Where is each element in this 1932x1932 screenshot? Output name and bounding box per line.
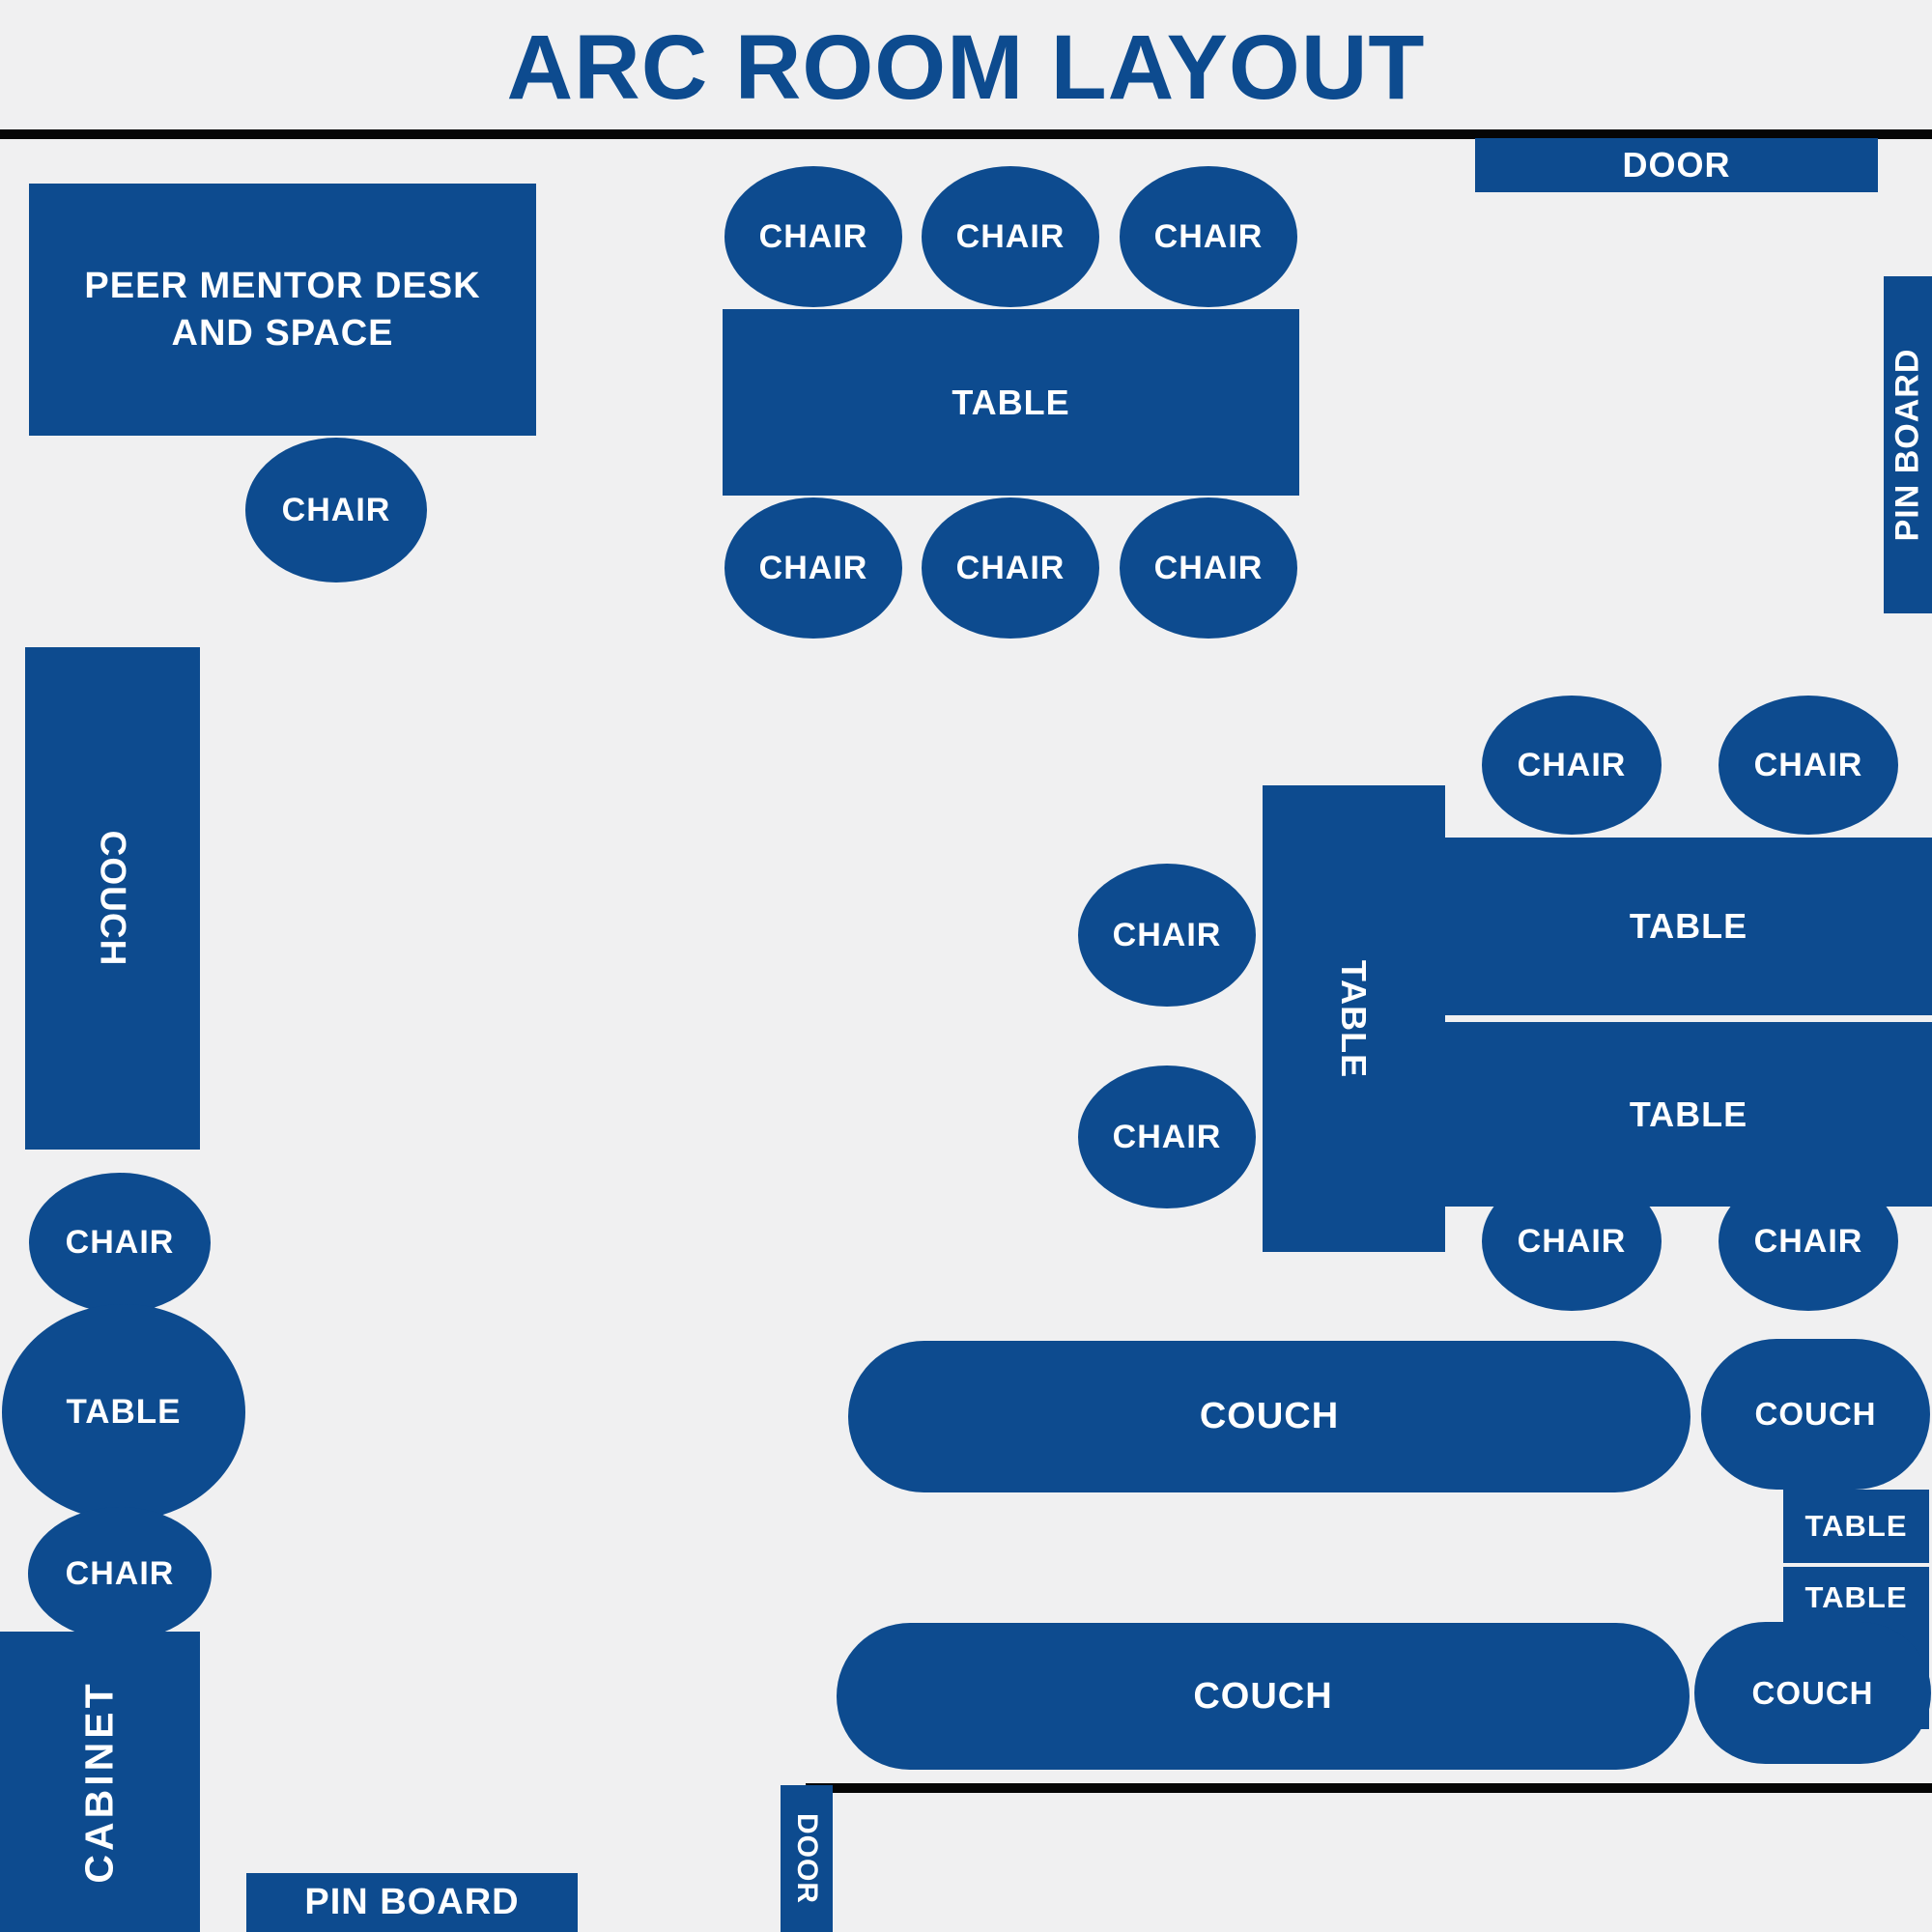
chair-label: CHAIR xyxy=(1112,1118,1222,1155)
chair-label: CHAIR xyxy=(1517,1222,1627,1260)
door-bottom: DOOR xyxy=(781,1785,833,1932)
couch-label: COUCH xyxy=(1751,1674,1874,1711)
chair-top-row2-2: CHAIR xyxy=(922,497,1099,639)
couch-lounge-bottom: COUCH xyxy=(837,1623,1690,1770)
chair-label: CHAIR xyxy=(955,549,1065,586)
chair-top-row1-2: CHAIR xyxy=(922,166,1099,307)
cabinet-label: CABINET xyxy=(77,1680,122,1884)
chair-label: CHAIR xyxy=(955,217,1065,255)
table-top-centre: TABLE xyxy=(723,309,1299,496)
table-left-round: TABLE xyxy=(2,1304,245,1520)
chair-top-row1-3: CHAIR xyxy=(1120,166,1297,307)
couch-lounge-top: COUCH xyxy=(848,1341,1690,1492)
chair-label: CHAIR xyxy=(1753,1222,1863,1260)
chair-label: CHAIR xyxy=(281,491,391,528)
table-label: TABLE xyxy=(1629,906,1748,946)
pin-board-right: PIN BOARD xyxy=(1884,276,1932,613)
chair-cluster-top-1: CHAIR xyxy=(1482,696,1662,835)
chair-label: CHAIR xyxy=(758,217,868,255)
door-bottom-label: DOOR xyxy=(791,1813,823,1904)
chair-cluster-left-1: CHAIR xyxy=(1078,864,1256,1007)
table-right-lower: TABLE xyxy=(1445,1022,1932,1207)
couch-lounge-bottom-right: COUCH xyxy=(1694,1622,1931,1764)
couch-label: COUCH xyxy=(1199,1396,1340,1436)
chair-top-row2-1: CHAIR xyxy=(724,497,902,639)
cabinet: CABINET xyxy=(0,1632,200,1932)
couch-lounge-top-right: COUCH xyxy=(1701,1339,1930,1490)
chair-label: CHAIR xyxy=(1753,746,1863,783)
table-label: TABLE xyxy=(66,1393,182,1431)
table-label: TABLE xyxy=(1804,1509,1908,1543)
door-top-label: DOOR xyxy=(1622,145,1731,185)
chair-cluster-top-2: CHAIR xyxy=(1719,696,1898,835)
chair-left-stack-2: CHAIR xyxy=(28,1507,212,1640)
chair-top-row1-1: CHAIR xyxy=(724,166,902,307)
chair-desk: CHAIR xyxy=(245,438,427,582)
couch-label: COUCH xyxy=(1754,1396,1877,1432)
chair-label: CHAIR xyxy=(1153,549,1264,586)
pin-board-right-label: PIN BOARD xyxy=(1889,348,1926,542)
chair-top-row2-3: CHAIR xyxy=(1120,497,1297,639)
chair-left-stack-1: CHAIR xyxy=(29,1173,211,1313)
table-lounge-1: TABLE xyxy=(1783,1490,1929,1563)
chair-label: CHAIR xyxy=(758,549,868,586)
top-wall-line xyxy=(0,129,1932,139)
chair-label: CHAIR xyxy=(65,1224,175,1261)
chair-cluster-left-2: CHAIR xyxy=(1078,1065,1256,1208)
chair-label: CHAIR xyxy=(65,1554,175,1592)
chair-label: CHAIR xyxy=(1153,217,1264,255)
bottom-wall-line xyxy=(806,1783,1932,1793)
couch-left-label: COUCH xyxy=(93,830,133,967)
couch-label: COUCH xyxy=(1193,1675,1333,1717)
door-top: DOOR xyxy=(1475,138,1878,192)
couch-left: COUCH xyxy=(25,647,200,1150)
page-title: ARC ROOM LAYOUT xyxy=(506,16,1426,119)
pin-board-bottom-label: PIN BOARD xyxy=(304,1882,520,1922)
peer-mentor-desk: PEER MENTOR DESK AND SPACE xyxy=(29,184,536,436)
table-right-upper: TABLE xyxy=(1445,838,1932,1015)
table-vertical: TABLE xyxy=(1263,785,1445,1252)
table-label: TABLE xyxy=(1804,1580,1908,1614)
chair-label: CHAIR xyxy=(1112,916,1222,953)
peer-mentor-desk-label: PEER MENTOR DESK AND SPACE xyxy=(84,265,481,354)
table-vertical-label: TABLE xyxy=(1334,959,1375,1078)
pin-board-bottom: PIN BOARD xyxy=(246,1873,578,1932)
table-label: TABLE xyxy=(952,382,1070,422)
chair-label: CHAIR xyxy=(1517,746,1627,783)
table-label: TABLE xyxy=(1629,1094,1748,1134)
